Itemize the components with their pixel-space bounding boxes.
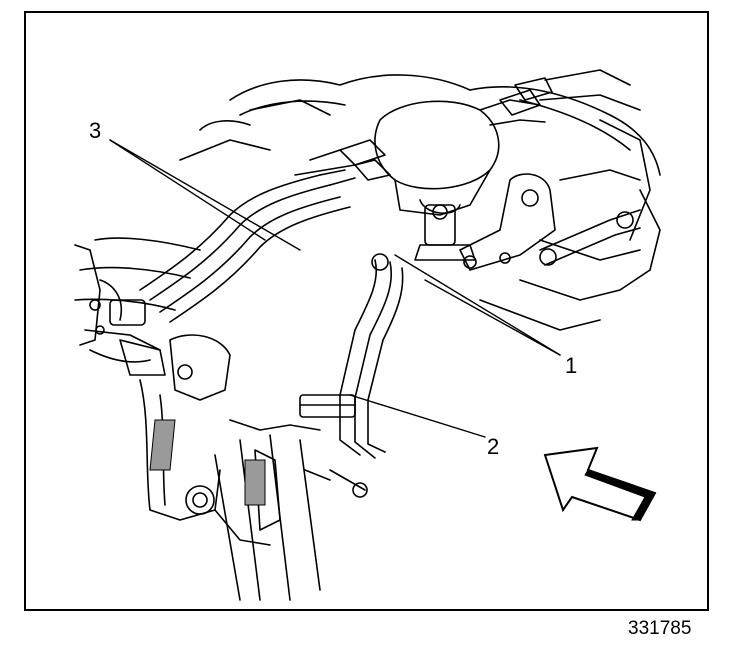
leader-3-a [109,139,301,251]
right-bracket [459,173,641,271]
cooler-lines [139,169,356,323]
figure-border [24,11,709,611]
view-direction-arrow-icon [543,446,657,522]
figure-number: 331785 [628,618,692,639]
shaded-parts [149,419,266,506]
leader-1-b [424,279,561,356]
callout-label-2: 2 [487,434,500,459]
lower-engine-block [139,334,368,601]
leader-2 [349,394,486,438]
ignition-wires [249,69,641,181]
callout-label-3: 3 [89,118,102,143]
pipe-clamp-assembly [299,253,404,459]
leader-1-a [394,254,561,356]
callout-leaders [109,139,561,438]
engine-background [74,74,661,363]
leader-3-b [109,139,266,241]
left-housing [74,244,166,376]
distributor-housing [374,99,546,261]
callout-label-1: 1 [565,353,578,378]
